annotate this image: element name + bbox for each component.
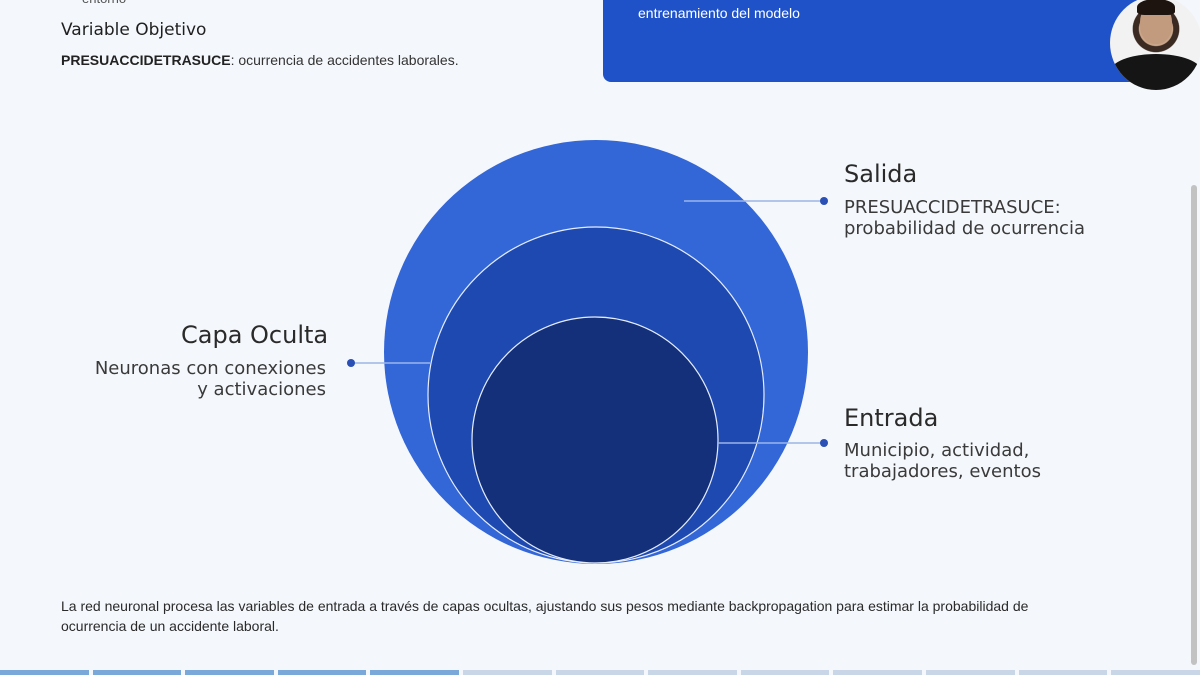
inner-circle-entrada	[471, 316, 719, 564]
avatar-hair	[1137, 0, 1175, 15]
info-card-text: entrenamiento del modelo	[638, 5, 800, 21]
progress-segment[interactable]	[1018, 670, 1108, 675]
info-card: entrenamiento del modelo	[603, 0, 1141, 82]
progress-segment[interactable]	[463, 670, 552, 675]
progress-segment[interactable]	[0, 670, 89, 675]
progress-segment[interactable]	[277, 670, 367, 675]
progress-segment[interactable]	[555, 670, 645, 675]
salida-desc-line-1: PRESUACCIDETRASUCE:	[844, 197, 1061, 218]
progress-segment[interactable]	[370, 670, 460, 675]
section-title: Variable Objetivo	[61, 20, 207, 40]
salida-title: Salida	[844, 160, 918, 188]
connector-dot-entrada	[820, 439, 828, 447]
slide-progress-bar[interactable]	[0, 670, 1200, 675]
salida-description: PRESUACCIDETRASUCE: probabilidad de ocur…	[844, 197, 1085, 239]
capa-oculta-title: Capa Oculta	[181, 321, 329, 349]
salida-desc-line-2: probabilidad de ocurrencia	[844, 218, 1085, 239]
vertical-scrollbar[interactable]	[1191, 185, 1197, 665]
connector-dot-capa-oculta	[347, 359, 355, 367]
progress-segment[interactable]	[92, 670, 182, 675]
progress-segment[interactable]	[1111, 670, 1200, 675]
connector-dot-salida	[820, 197, 828, 205]
entrada-desc-line-1: Municipio, actividad,	[844, 440, 1030, 461]
progress-segment[interactable]	[740, 670, 830, 675]
capa-oculta-description: Neuronas con conexiones y activaciones	[93, 358, 326, 400]
progress-segment[interactable]	[833, 670, 923, 675]
target-variable-name: PRESUACCIDETRASUCE	[61, 52, 231, 68]
footer-description: La red neuronal procesa las variables de…	[61, 598, 1029, 634]
progress-segment[interactable]	[185, 670, 274, 675]
entrada-title: Entrada	[844, 404, 939, 432]
entrada-description: Municipio, actividad, trabajadores, even…	[844, 440, 1041, 482]
cut-off-text: entorno	[82, 0, 126, 6]
presenter-avatar	[1110, 0, 1200, 90]
progress-segment[interactable]	[926, 670, 1015, 675]
capa-oculta-desc-line-2: y activaciones	[197, 379, 326, 400]
avatar-shirt	[1110, 54, 1200, 90]
capa-oculta-desc-line-1: Neuronas con conexiones	[94, 358, 326, 379]
entrada-desc-line-2: trabajadores, eventos	[844, 461, 1041, 482]
progress-segment[interactable]	[648, 670, 737, 675]
target-variable-desc: : ocurrencia de accidentes laborales.	[230, 52, 459, 68]
target-variable-line: PRESUACCIDETRASUCE: ocurrencia de accide…	[61, 52, 459, 68]
